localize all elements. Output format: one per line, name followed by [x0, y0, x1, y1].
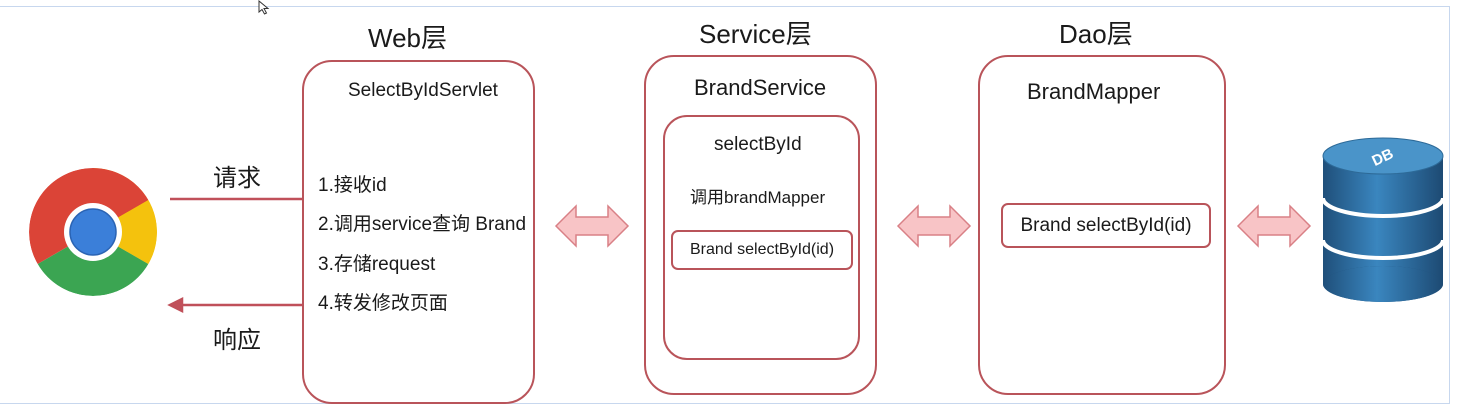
mouse-cursor-icon	[258, 0, 270, 15]
web-step-3: 3.存储request	[318, 254, 436, 275]
request-label: 请求	[213, 165, 261, 192]
web-step-2: 2.调用service查询 Brand	[318, 214, 527, 235]
service-class-name: BrandService	[694, 75, 827, 100]
web-layer-title: Web层	[368, 23, 447, 53]
dao-db-double-arrow-icon	[1236, 204, 1312, 248]
web-service-double-arrow-icon	[554, 204, 630, 248]
service-dao-double-arrow-icon	[896, 204, 972, 248]
database-icon: DB	[1321, 137, 1445, 302]
web-step-1: 1.接收id	[318, 175, 387, 196]
servlet-name: SelectByIdServlet	[348, 80, 498, 101]
service-method-name: selectById	[714, 134, 802, 155]
service-signature: Brand selectById(id)	[671, 230, 853, 270]
diagram-frame	[0, 6, 1450, 404]
dao-layer-title: Dao层	[1059, 19, 1133, 49]
response-label: 响应	[213, 327, 261, 354]
chrome-browser-icon	[29, 168, 157, 296]
dao-layer-box	[978, 55, 1226, 395]
web-step-4: 4.转发修改页面	[318, 293, 448, 314]
service-layer-title: Service层	[699, 19, 812, 49]
dao-class-name: BrandMapper	[1027, 79, 1161, 104]
web-layer-box	[302, 60, 535, 404]
service-method-box	[663, 115, 860, 360]
dao-signature: Brand selectById(id)	[1001, 203, 1211, 248]
service-call-text: 调用brandMapper	[690, 188, 826, 207]
